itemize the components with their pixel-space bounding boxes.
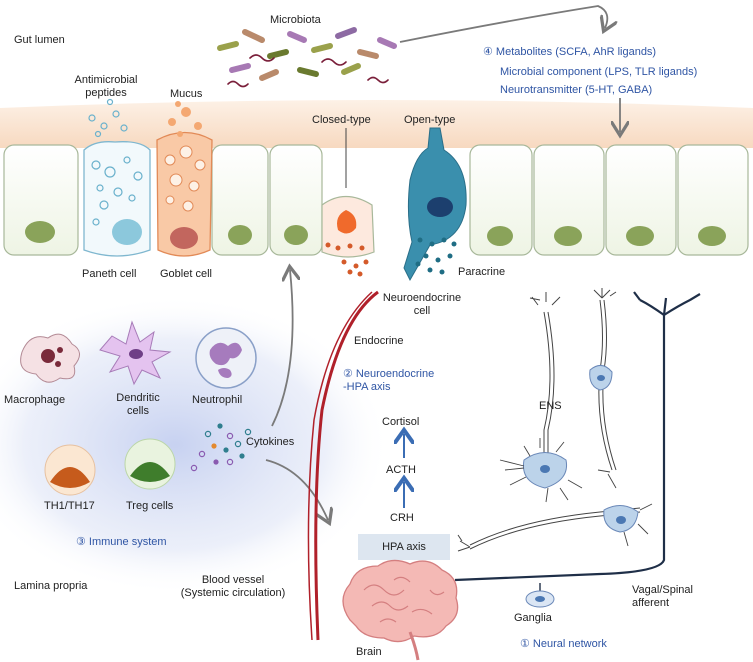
label-paneth-cell: Paneth cell xyxy=(82,268,137,280)
label-neuroendocrine-hpa: ② Neuroendocrine -HPA axis xyxy=(343,368,435,393)
label-gut-lumen: Gut lumen xyxy=(14,34,65,46)
label-microbiota: Microbiota xyxy=(270,14,321,26)
closed-type-cell-icon xyxy=(321,128,375,277)
open-type-cell-icon xyxy=(403,127,467,282)
cytokines-icon xyxy=(190,423,252,472)
immune-region xyxy=(0,295,390,595)
label-neuroendocrine-cell: Neuroendocrine cell xyxy=(382,292,462,317)
label-neurotransmitter: Neurotransmitter (5-HT, GABA) xyxy=(500,84,653,96)
epithelial-cells xyxy=(3,144,749,256)
label-open-type: Open-type xyxy=(404,114,456,126)
hpa-axis-box xyxy=(358,534,450,560)
label-neural-network: ① Neural network xyxy=(520,638,607,650)
label-goblet-cell: Goblet cell xyxy=(160,268,212,280)
label-lamina-propria: Lamina propria xyxy=(14,580,88,592)
label-vagal-spinal: Vagal/Spinal afferent xyxy=(632,584,693,609)
label-antimicrobial-peptides: Antimicrobial peptides xyxy=(74,74,138,99)
cytokine-down-arrow xyxy=(265,459,328,520)
epithelial-nuclei xyxy=(25,221,726,246)
paneth-cell-icon xyxy=(83,98,151,257)
label-th1-th17: TH1/TH17 xyxy=(44,500,95,512)
blood-vessel-line xyxy=(314,290,379,641)
neutrophil-icon xyxy=(195,327,257,389)
goblet-cell-icon xyxy=(156,101,213,257)
brain-icon xyxy=(342,559,459,661)
mucosa-layer xyxy=(0,100,753,148)
nerve-network xyxy=(454,291,701,596)
label-microbial-component: Microbial component (LPS, TLR ligands) xyxy=(500,66,698,78)
label-cytokines: Cytokines xyxy=(246,436,295,448)
label-crh: CRH xyxy=(390,512,414,524)
bacteria-icon xyxy=(217,27,397,88)
label-ganglia: Ganglia xyxy=(514,612,552,624)
treg-cell-icon xyxy=(124,438,176,490)
label-closed-type: Closed-type xyxy=(312,114,371,126)
label-brain: Brain xyxy=(356,646,382,658)
blood-vessel-line-inner xyxy=(307,291,373,641)
label-blood-vessel: Blood vessel (Systemic circulation) xyxy=(180,574,286,599)
label-immune-system: ③ Immune system xyxy=(76,536,167,548)
label-metabolites: ④ Metabolites (SCFA, AhR ligands) xyxy=(483,46,657,58)
label-hpa-axis: HPA axis xyxy=(382,541,426,553)
dendritic-cell-icon xyxy=(99,320,172,386)
label-endocrine: Endocrine xyxy=(354,335,404,347)
label-dendritic-cells: Dendritic cells xyxy=(116,392,160,417)
cytokine-up-arrow xyxy=(271,270,293,427)
label-neutrophil: Neutrophil xyxy=(192,394,243,406)
macrophage-icon xyxy=(20,333,80,383)
th-cell-icon xyxy=(44,444,96,496)
label-ens: ENS xyxy=(539,400,562,412)
label-acth: ACTH xyxy=(386,464,416,476)
label-cortisol: Cortisol xyxy=(382,416,420,428)
label-mucus: Mucus xyxy=(170,88,203,100)
microbiota-arrow xyxy=(399,5,607,43)
label-macrophage: Macrophage xyxy=(4,394,66,406)
label-treg-cells: Treg cells xyxy=(126,500,174,512)
label-paracrine: Paracrine xyxy=(458,266,506,278)
